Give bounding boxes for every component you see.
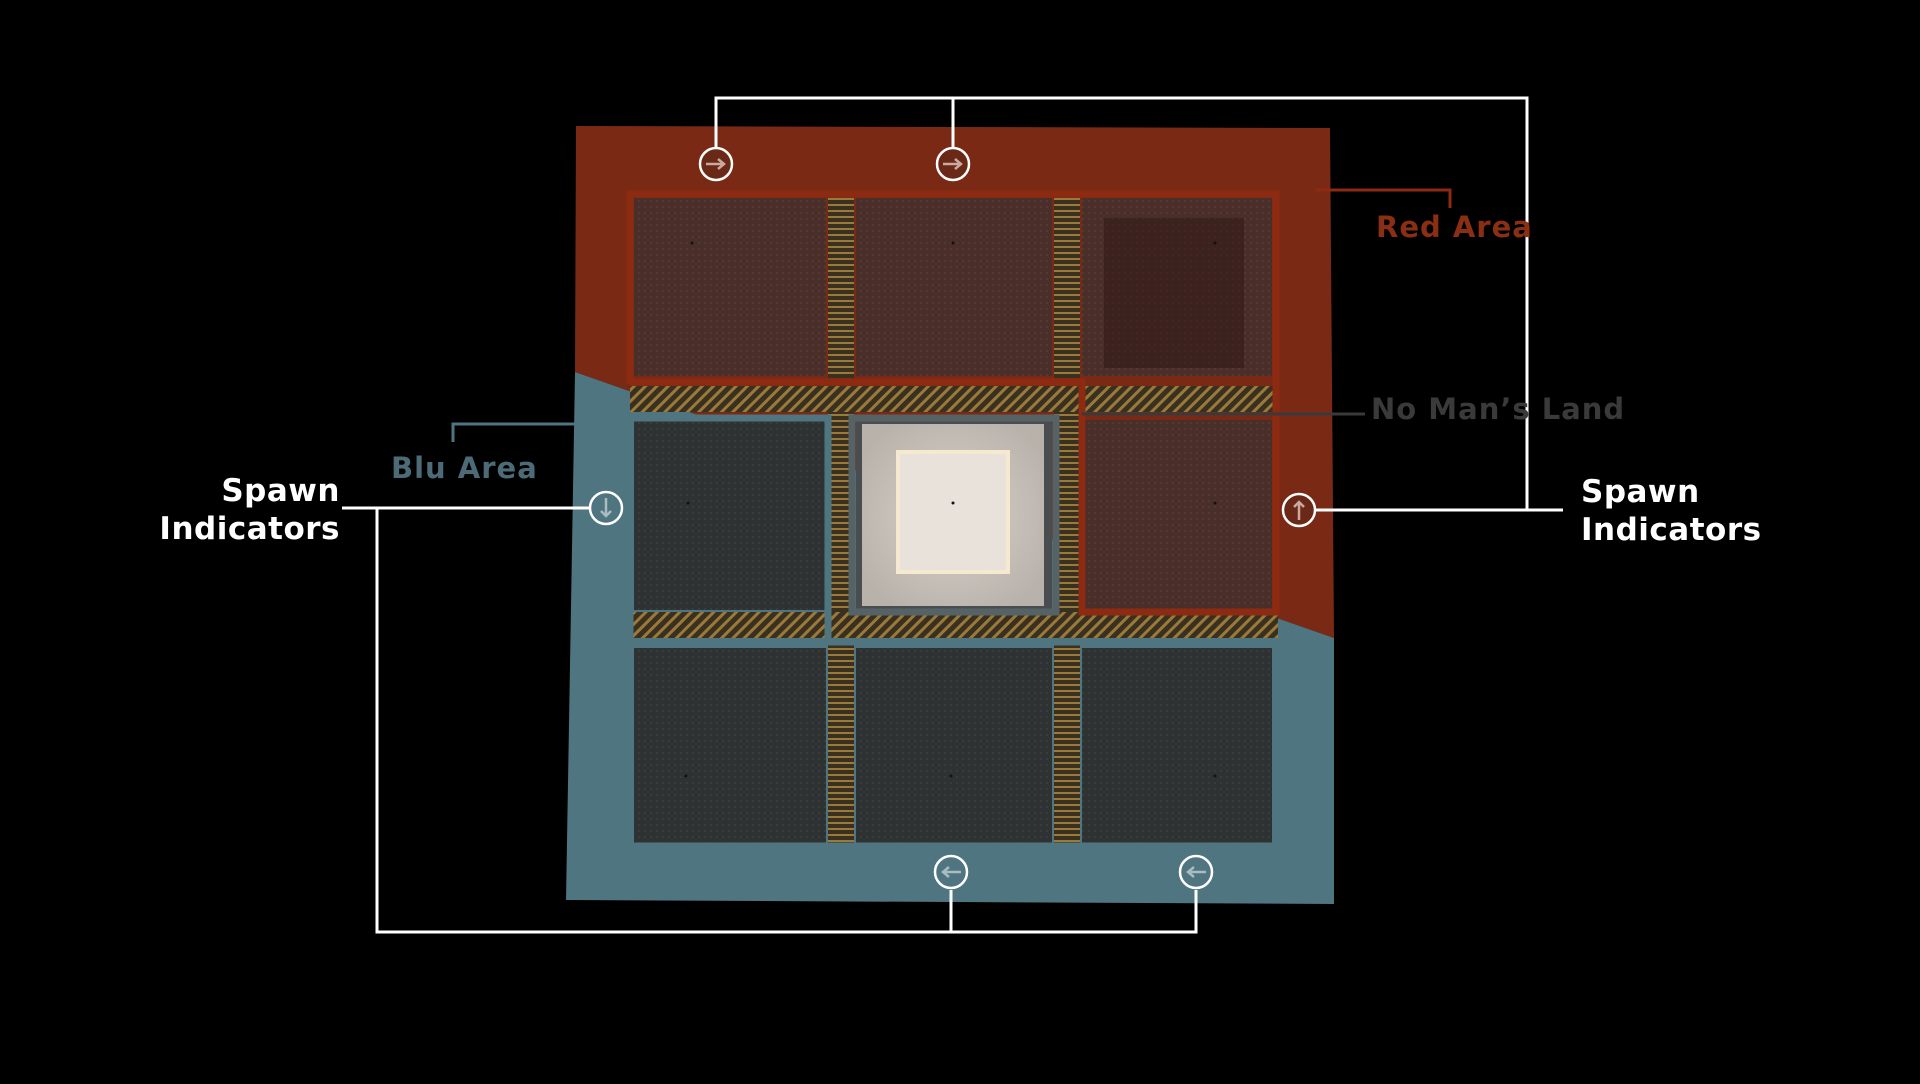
walkway-lower-horizontal (630, 612, 1278, 638)
center-frame (848, 414, 1060, 616)
spawn-indicator-blu-1[interactable] (588, 490, 624, 526)
spawn-label-left-line2: Indicators (159, 511, 340, 547)
blu-area-callout-line (451, 422, 576, 442)
blu-room-3 (1082, 648, 1272, 844)
blu-room-1 (634, 648, 826, 844)
red-area-callout-line (1316, 188, 1452, 208)
red-area-label: Red Area (1376, 210, 1533, 244)
red-room-mid-right (1082, 420, 1272, 610)
red-room-3-wall (1104, 218, 1244, 368)
room-center-dots (684, 241, 1217, 778)
walkway-top-left-vertical (828, 198, 854, 378)
blu-room-2 (856, 648, 1052, 844)
spawn-label-left-line1: Spawn (221, 473, 340, 509)
spawn-indicator-red-3[interactable] (1281, 492, 1317, 528)
red-room-3 (1082, 198, 1272, 376)
red-area-outline (626, 190, 1280, 616)
no-mans-land-label: No Man’s Land (1371, 392, 1626, 426)
spawn-indicators-label-right: Spawn Indicators (1581, 473, 1801, 549)
spawn-indicator-red-2[interactable] (935, 146, 971, 182)
callout-line-red-spawns (714, 96, 1529, 512)
spawn-indicators-label-left: Spawn Indicators (150, 472, 340, 548)
spawn-label-right-line2: Indicators (1581, 512, 1762, 548)
spawn-indicator-blu-2[interactable] (933, 854, 969, 890)
walkway-upper-horizontal (630, 386, 1278, 412)
walkway-top-right-vertical (1054, 198, 1080, 378)
callout-line-blu-spawns (342, 506, 1198, 934)
blu-area-outline (626, 414, 1280, 850)
blu-area-label: Blu Area (391, 451, 538, 485)
walkway-bottom-right-vertical (1054, 640, 1080, 844)
red-room-2 (856, 198, 1052, 376)
spawn-indicator-blu-3[interactable] (1178, 854, 1214, 890)
callout-lines (342, 96, 1563, 934)
center-capture-inner (896, 450, 1010, 574)
spawn-indicator-red-1[interactable] (698, 146, 734, 182)
spawn-label-right-line1: Spawn (1581, 474, 1700, 510)
red-room-1 (634, 198, 826, 376)
walkway-bottom-left-vertical (828, 640, 854, 844)
blu-room-mid-left (634, 420, 826, 610)
